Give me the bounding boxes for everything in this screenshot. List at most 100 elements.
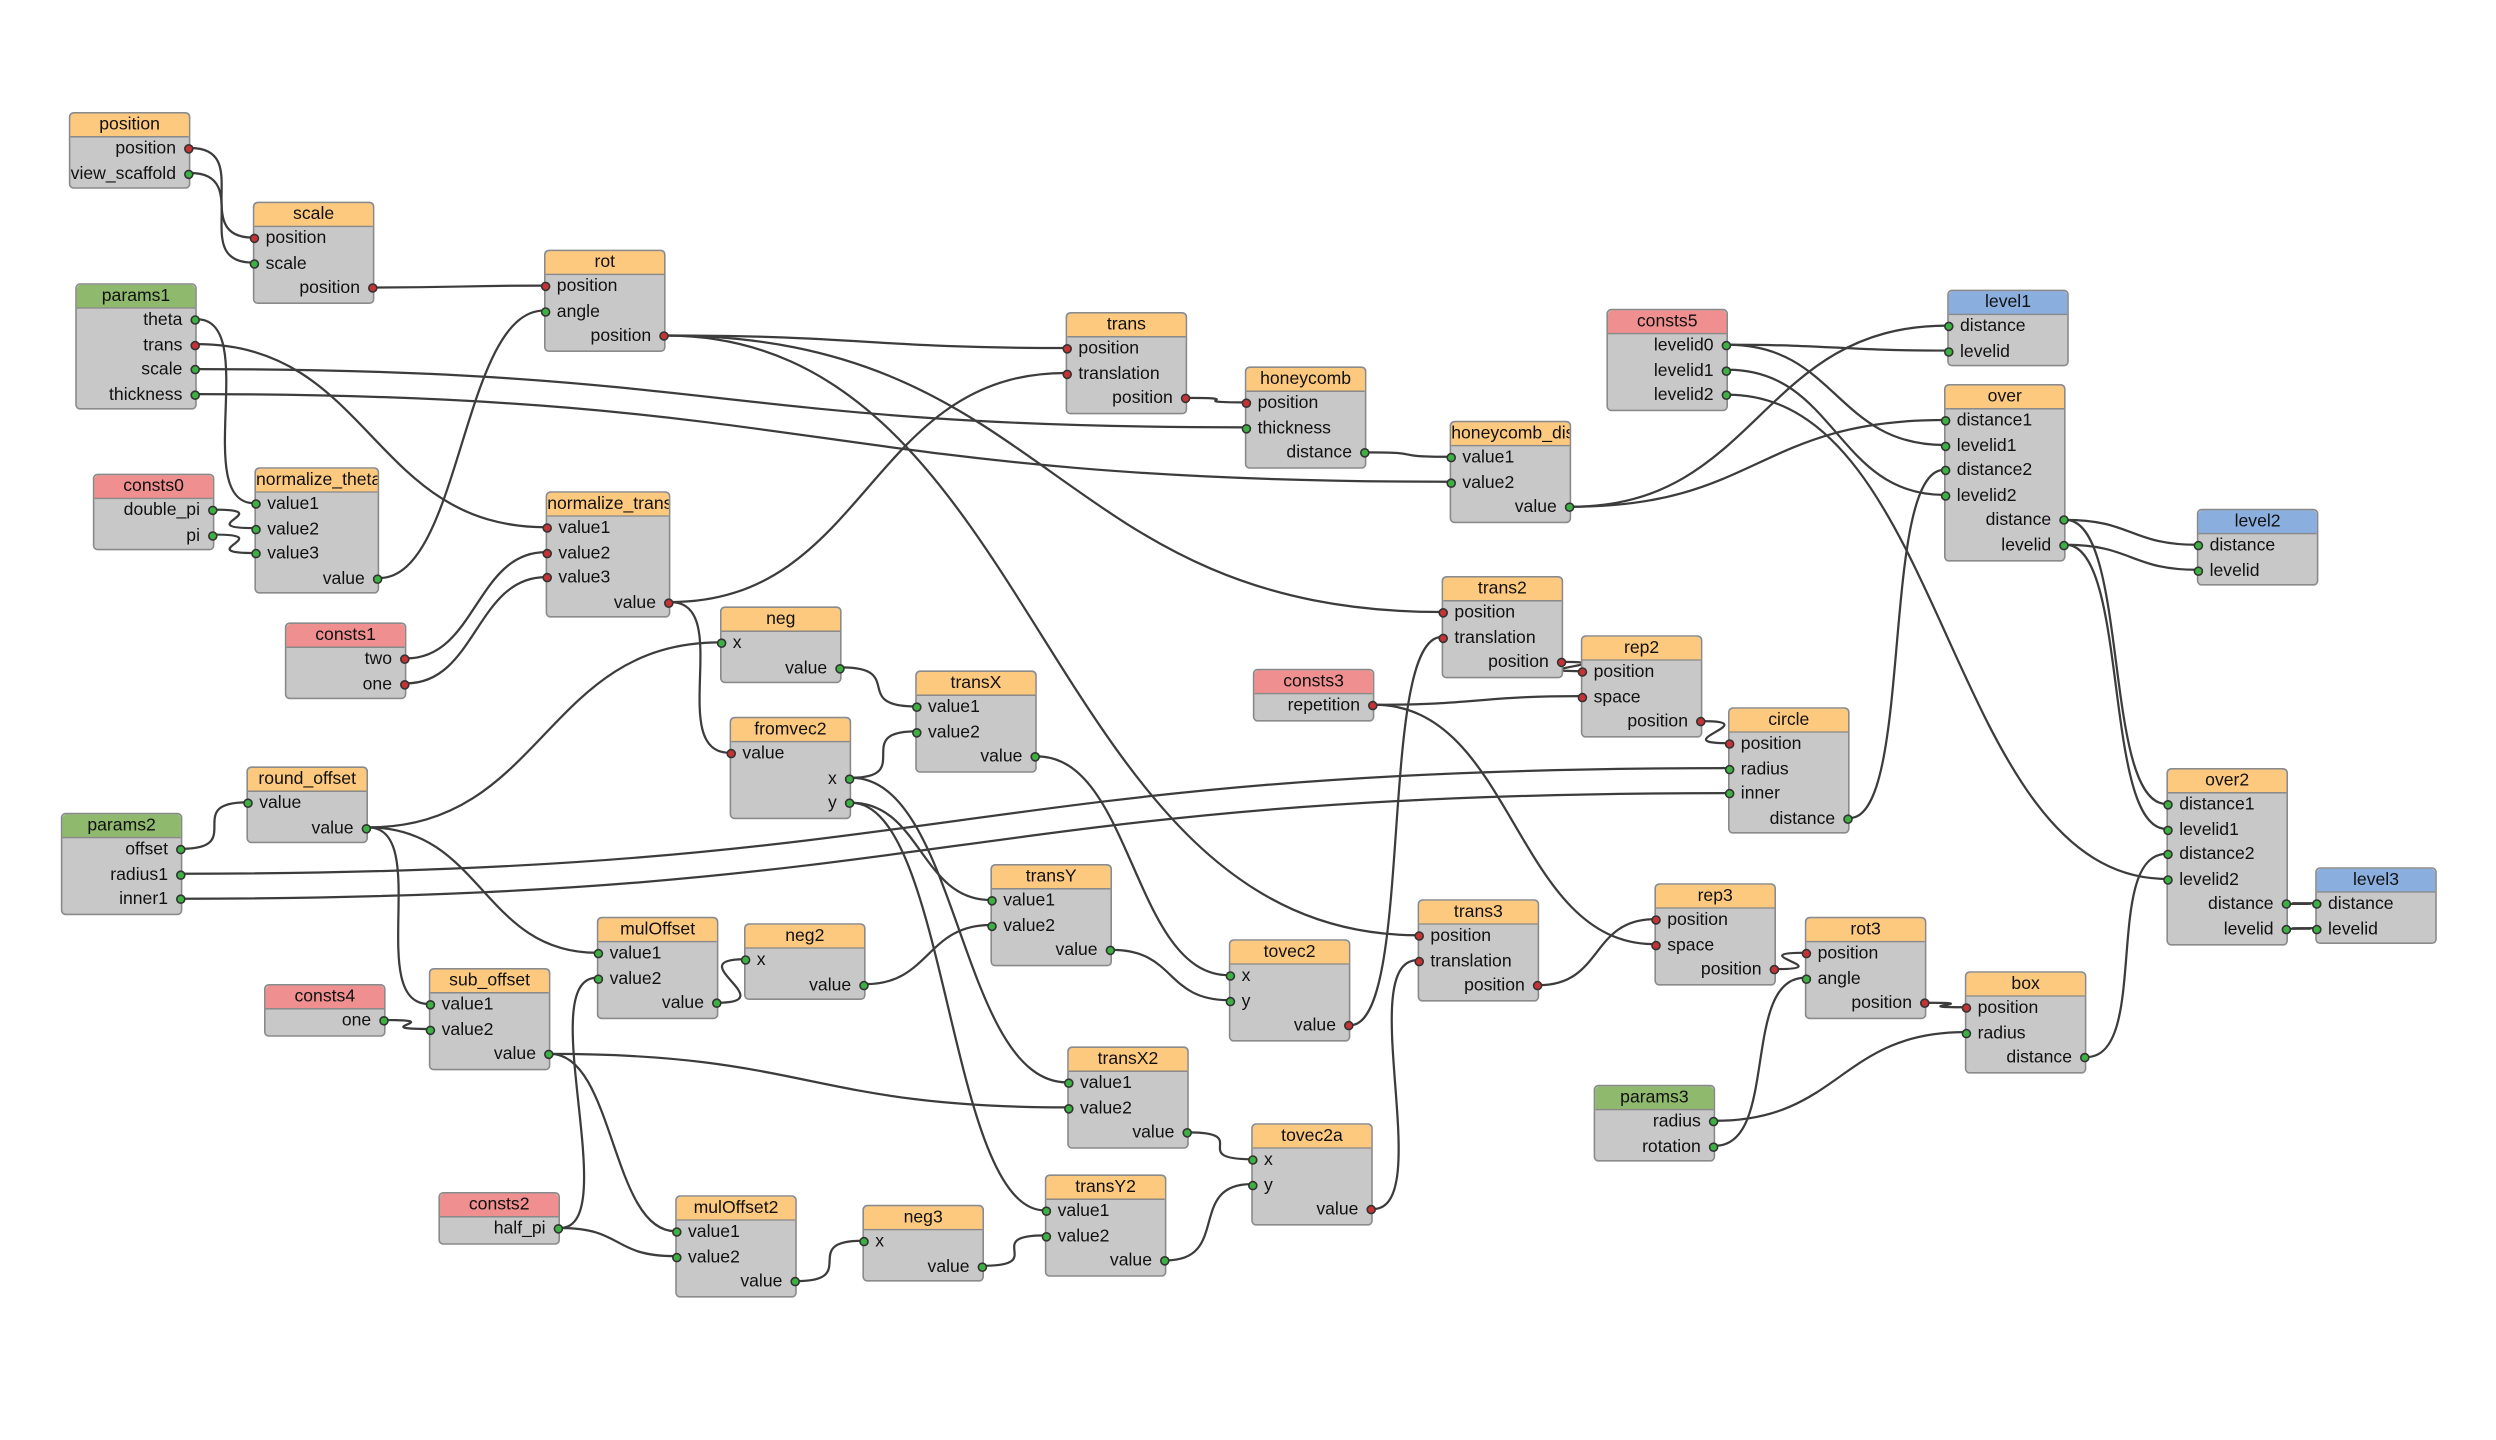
port-socket-icon[interactable] — [1721, 390, 1732, 401]
port-socket-icon[interactable] — [844, 798, 855, 809]
port-socket-icon[interactable] — [1940, 440, 1951, 451]
node-title[interactable]: transX2 — [1068, 1048, 1188, 1072]
port-socket-icon[interactable] — [542, 548, 552, 558]
port-socket-icon[interactable] — [2080, 1053, 2090, 1063]
node-title[interactable]: consts2 — [440, 1193, 559, 1218]
port-socket-icon[interactable] — [1368, 700, 1378, 711]
node-title[interactable]: transY — [992, 865, 1111, 890]
port-socket-icon[interactable] — [540, 281, 551, 292]
node-title[interactable]: round_offset — [248, 768, 367, 792]
port-socket-icon[interactable] — [1446, 477, 1456, 488]
node-title[interactable]: transY2 — [1046, 1176, 1165, 1200]
port-socket-icon[interactable] — [1651, 940, 1661, 950]
port-socket-icon[interactable] — [379, 1016, 389, 1026]
port-socket-icon[interactable] — [1414, 931, 1424, 941]
node-title[interactable]: normalize_trans — [547, 492, 669, 517]
port-socket-icon[interactable] — [844, 773, 855, 784]
node-title[interactable]: level3 — [2316, 868, 2436, 893]
port-socket-icon[interactable] — [2059, 540, 2069, 551]
node-title[interactable]: tovec2a — [1252, 1124, 1372, 1149]
port-socket-icon[interactable] — [176, 894, 186, 905]
port-socket-icon[interactable] — [1064, 1103, 1074, 1113]
port-socket-icon[interactable] — [1182, 1128, 1192, 1138]
node-title[interactable]: trans — [1067, 313, 1186, 338]
node-title[interactable]: over2 — [2168, 769, 2287, 794]
port-socket-icon[interactable] — [790, 1277, 800, 1287]
port-socket-icon[interactable] — [208, 505, 218, 516]
port-socket-icon[interactable] — [176, 869, 186, 880]
node-title[interactable]: position — [70, 113, 189, 138]
port-socket-icon[interactable] — [1225, 996, 1236, 1006]
port-socket-icon[interactable] — [2193, 540, 2204, 551]
port-socket-icon[interactable] — [1843, 814, 1853, 824]
port-socket-icon[interactable] — [593, 948, 604, 959]
node-title[interactable]: trans3 — [1419, 900, 1538, 925]
port-socket-icon[interactable] — [243, 798, 253, 808]
port-socket-icon[interactable] — [912, 727, 922, 737]
port-socket-icon[interactable] — [542, 573, 552, 583]
port-socket-icon[interactable] — [835, 663, 845, 673]
port-socket-icon[interactable] — [251, 524, 261, 534]
port-socket-icon[interactable] — [1248, 1155, 1258, 1165]
port-socket-icon[interactable] — [1248, 1180, 1258, 1190]
port-socket-icon[interactable] — [1564, 502, 1575, 513]
port-socket-icon[interactable] — [1366, 1205, 1376, 1215]
node-title[interactable]: consts4 — [265, 985, 384, 1010]
port-socket-icon[interactable] — [1344, 1021, 1354, 1031]
port-socket-icon[interactable] — [664, 598, 674, 608]
node-title[interactable]: consts5 — [1608, 310, 1727, 335]
port-socket-icon[interactable] — [2312, 924, 2322, 934]
node-title[interactable]: mulOffset2 — [676, 1196, 796, 1221]
node-title[interactable]: honeycomb_dis — [1451, 422, 1570, 447]
port-socket-icon[interactable] — [1940, 465, 1951, 476]
port-socket-icon[interactable] — [1696, 717, 1706, 727]
port-socket-icon[interactable] — [1241, 398, 1252, 408]
port-socket-icon[interactable] — [2163, 849, 2173, 860]
port-socket-icon[interactable] — [1920, 998, 1930, 1009]
port-socket-icon[interactable] — [659, 331, 669, 342]
port-socket-icon[interactable] — [553, 1224, 564, 1234]
node-title[interactable]: params2 — [62, 814, 181, 839]
port-socket-icon[interactable] — [1180, 393, 1191, 404]
node-title[interactable]: over — [1945, 385, 2064, 410]
port-socket-icon[interactable] — [1940, 490, 1951, 501]
port-socket-icon[interactable] — [1532, 981, 1543, 991]
node-title[interactable]: neg — [721, 608, 840, 632]
port-socket-icon[interactable] — [1944, 346, 1954, 357]
node-title[interactable]: normalize_theta — [256, 468, 378, 493]
port-socket-icon[interactable] — [184, 144, 194, 154]
node-title[interactable]: level2 — [2198, 510, 2317, 535]
port-socket-icon[interactable] — [2163, 874, 2173, 885]
port-socket-icon[interactable] — [176, 844, 186, 855]
port-socket-icon[interactable] — [1724, 789, 1735, 799]
port-socket-icon[interactable] — [726, 748, 736, 759]
port-socket-icon[interactable] — [208, 530, 218, 541]
port-socket-icon[interactable] — [2281, 924, 2292, 935]
port-socket-icon[interactable] — [2193, 565, 2204, 576]
port-socket-icon[interactable] — [1940, 416, 1951, 426]
port-socket-icon[interactable] — [540, 306, 551, 317]
port-socket-icon[interactable] — [593, 973, 604, 984]
node-title[interactable]: tovec2 — [1230, 940, 1349, 965]
node-title[interactable]: box — [1966, 972, 2085, 997]
node-title[interactable]: scale — [254, 203, 373, 228]
